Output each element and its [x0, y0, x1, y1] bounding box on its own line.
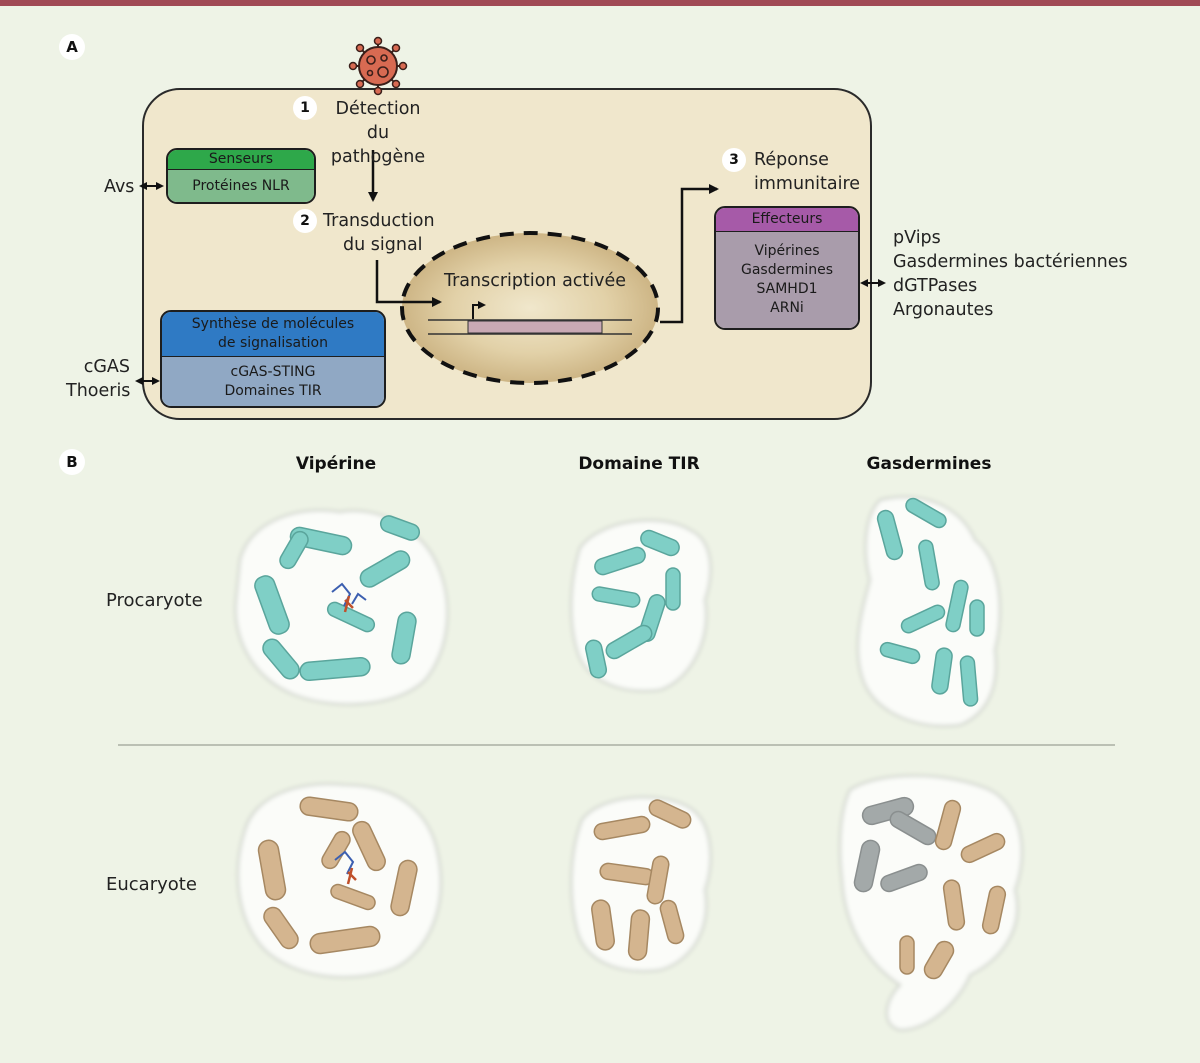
transcription-label: Transcription activée [443, 271, 627, 291]
structure-tir-eucaryote [570, 796, 712, 972]
row-label-procaryote: Procaryote [106, 590, 203, 611]
step-3-label: Réponse immunitaire [754, 148, 874, 196]
panel-a-label: A [59, 34, 85, 60]
row-label-eucaryote: Eucaryote [106, 874, 197, 895]
nucleus [400, 231, 660, 385]
sensors-box: Senseurs Protéines NLR [166, 148, 316, 204]
step-1-label: Détection du pathogène [318, 97, 438, 169]
signaling-item-2: Domaines TIR [224, 382, 322, 399]
effectors-item-1: Vipérines [754, 243, 820, 259]
step-2-line-1: Transduction [323, 211, 435, 231]
structure-gasdermines-procaryote [856, 496, 1001, 727]
virus-icon [348, 36, 408, 96]
panel-b-label: B [59, 449, 85, 475]
arrow-to-transcription [375, 260, 442, 307]
effectors-box: Effecteurs Vipérines Gasdermines SAMHD1 … [714, 206, 860, 330]
column-title-tir: Domaine TIR [578, 454, 700, 474]
signaling-external: cGAS Thoeris [66, 355, 130, 403]
step-3-badge: 3 [722, 148, 746, 172]
structure-gasdermines-eucaryote [839, 774, 1023, 1032]
signaling-external-2: Thoeris [66, 381, 131, 401]
effectors-external-1: pVips [893, 228, 941, 248]
column-title-viperine: Vipérine [295, 454, 377, 474]
step-2-badge: 2 [293, 209, 317, 233]
effectors-item-3: SAMHD1 [756, 281, 818, 297]
signaling-header-line-2: de signalisation [218, 335, 328, 351]
signaling-header-line-1: Synthèse de molécules [191, 316, 355, 332]
sensors-item: Protéines NLR [192, 177, 290, 194]
step-1-line-1: Détection [335, 99, 421, 119]
effectors-external-4: Argonautes [893, 300, 994, 320]
signaling-external-1: cGAS [83, 357, 130, 377]
step-1-line-2: du pathogène [330, 123, 426, 167]
effectors-external-2: Gasdermines bactériennes [893, 252, 1128, 272]
effectors-external: pVips Gasdermines bactériennes dGTPases … [893, 226, 1153, 322]
effectors-header: Effecteurs [716, 208, 858, 232]
sensors-body: Protéines NLR [168, 170, 314, 202]
step-3-line-1: Réponse [754, 150, 829, 170]
effectors-item-2: Gasdermines [740, 262, 834, 278]
effectors-item-4: ARNi [770, 300, 804, 316]
structure-viperine-procaryote [234, 509, 449, 706]
gene-icon [428, 301, 632, 335]
step-3-line-2: immunitaire [754, 174, 861, 194]
step-1-badge: 1 [293, 96, 317, 120]
signaling-header: Synthèse de molécules de signalisation [162, 312, 384, 357]
step-2-line-2: du signal [343, 235, 423, 255]
sensors-external: Avs [104, 177, 135, 197]
signaling-item-1: cGAS-STING [230, 363, 316, 380]
arrow-to-response [660, 184, 719, 324]
structure-viperine-eucaryote [236, 783, 442, 979]
top-accent-bar [0, 0, 1200, 6]
step-2-label: Transduction du signal [323, 209, 453, 257]
column-title-gasdermines: Gasdermines [866, 454, 992, 474]
sensors-header: Senseurs [168, 150, 314, 170]
effectors-body: Vipérines Gasdermines SAMHD1 ARNi [716, 232, 858, 328]
structure-tir-procaryote [570, 519, 712, 692]
signaling-box: Synthèse de molécules de signalisation c… [160, 310, 386, 408]
signaling-body: cGAS-STING Domaines TIR [162, 357, 384, 406]
effectors-external-3: dGTPases [893, 276, 978, 296]
